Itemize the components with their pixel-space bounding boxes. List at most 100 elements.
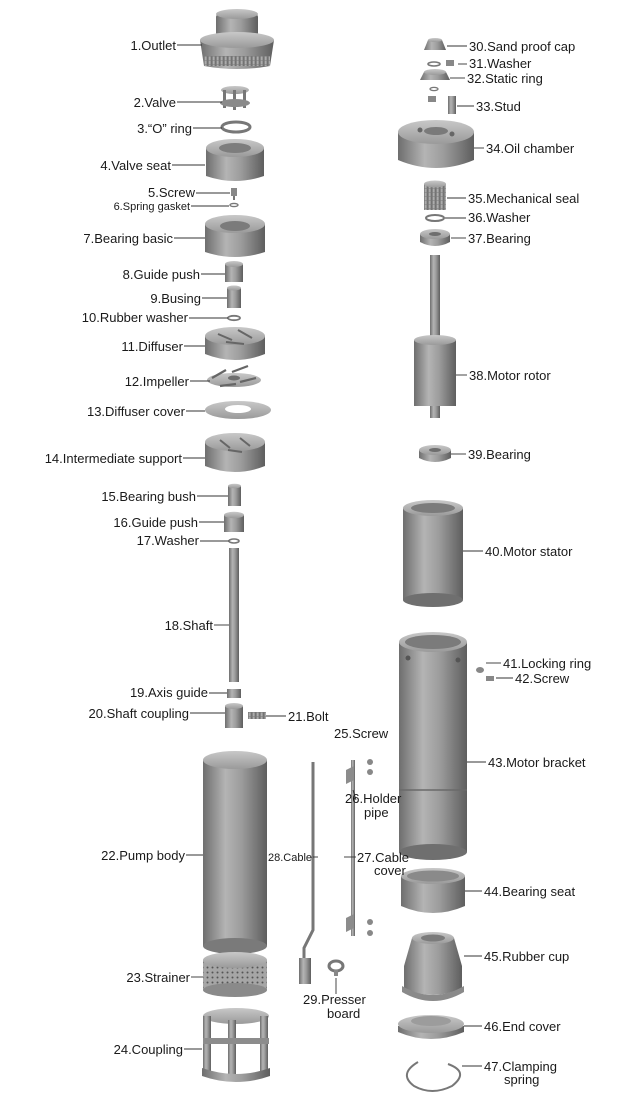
label-42: 42.Screw <box>515 671 570 686</box>
rubber-cup-part <box>402 932 464 1001</box>
label-37: 37.Bearing <box>468 231 531 246</box>
motor-bracket-part <box>399 632 467 860</box>
label-19: 19.Axis guide <box>130 685 208 700</box>
shaft-part <box>229 548 239 682</box>
screw-42-part <box>486 676 494 681</box>
presser-board-part <box>327 959 345 976</box>
label-23: 23.Strainer <box>126 970 190 985</box>
label-35: 35.Mechanical seal <box>468 191 579 206</box>
label-12: 12.Impeller <box>125 374 190 389</box>
label-20: 20.Shaft coupling <box>89 706 189 721</box>
stud-part <box>428 86 456 114</box>
intermediate-support-part <box>205 433 265 472</box>
spring-gasket-part <box>229 202 239 208</box>
label-45: 45.Rubber cup <box>484 949 569 964</box>
clamping-spring-part <box>406 1061 461 1092</box>
leader-lines <box>172 44 513 1067</box>
shaft-coupling-part <box>225 703 243 728</box>
sand-proof-cap-part <box>424 38 446 50</box>
label-18: 18.Shaft <box>165 618 214 633</box>
guide-push-part <box>225 261 243 282</box>
busing-part <box>227 285 241 308</box>
label-25: 25.Screw <box>334 726 389 741</box>
label-29: 29.Presser <box>303 992 367 1007</box>
label-29-line2: board <box>327 1006 360 1021</box>
part-labels: 1.Outlet 2.Valve 3.“O” ring 4.Valve seat… <box>45 38 591 1087</box>
label-7: 7.Bearing basic <box>83 231 173 246</box>
washer-part <box>228 538 240 544</box>
label-6: 6.Spring gasket <box>114 201 190 213</box>
label-21: 21.Bolt <box>288 709 329 724</box>
coupling-part <box>202 1008 270 1082</box>
label-39: 39.Bearing <box>468 447 531 462</box>
label-31: 31.Washer <box>469 56 532 71</box>
label-30: 30.Sand proof cap <box>469 39 575 54</box>
label-11: 11.Diffuser <box>121 339 183 354</box>
valve-part <box>220 86 250 110</box>
washer-31-part <box>427 60 454 67</box>
mechanical-seal-part <box>424 180 446 210</box>
label-41: 41.Locking ring <box>503 656 591 671</box>
bearing-37-part <box>420 229 450 246</box>
label-27: 27.Cable <box>357 850 409 865</box>
oil-chamber-part <box>398 120 474 168</box>
cable-cover-part <box>351 760 355 936</box>
static-ring-part <box>420 69 450 80</box>
outlet-part <box>200 9 274 69</box>
label-36: 36.Washer <box>468 210 531 225</box>
holder-pipe-part <box>346 766 354 932</box>
bearing-39-part <box>419 445 451 462</box>
motor-stator-part <box>403 500 463 607</box>
label-1: 1.Outlet <box>130 38 176 53</box>
label-8: 8.Guide push <box>123 267 200 282</box>
impeller-part <box>207 364 261 388</box>
label-5: 5.Screw <box>148 185 196 200</box>
label-15: 15.Bearing bush <box>101 489 196 504</box>
label-28: 28.Cable <box>268 852 312 864</box>
end-cover-part <box>398 1015 464 1039</box>
label-16: 16.Guide push <box>113 515 198 530</box>
o-ring-part <box>220 120 252 134</box>
diffuser-part <box>205 327 265 360</box>
bearing-basic-part <box>205 215 265 257</box>
label-13: 13.Diffuser cover <box>87 404 186 419</box>
bearing-bush-part <box>228 483 241 506</box>
label-33: 33.Stud <box>476 99 521 114</box>
label-40: 40.Motor stator <box>485 544 573 559</box>
label-9: 9.Busing <box>150 291 201 306</box>
bearing-seat-part <box>401 868 465 913</box>
guide-push-2-part <box>224 511 244 532</box>
label-47: 47.Clamping <box>484 1059 557 1074</box>
diffuser-cover-part <box>205 401 271 419</box>
washer-36-part <box>425 214 445 222</box>
label-38: 38.Motor rotor <box>469 368 551 383</box>
cable-part <box>299 762 315 984</box>
label-34: 34.Oil chamber <box>486 141 575 156</box>
label-44: 44.Bearing seat <box>484 884 575 899</box>
label-26: 26.Holder <box>345 791 402 806</box>
label-14: 14.Intermediate support <box>45 451 183 466</box>
label-47-line2: spring <box>504 1072 539 1087</box>
label-22: 22.Pump body <box>101 848 185 863</box>
valve-seat-part <box>206 139 264 181</box>
rubber-washer-part <box>227 314 241 322</box>
label-46: 46.End cover <box>484 1019 561 1034</box>
label-4: 4.Valve seat <box>100 158 171 173</box>
label-2: 2.Valve <box>134 95 176 110</box>
screw-part <box>231 188 237 200</box>
bolt-part <box>248 712 266 719</box>
label-3: 3.“O” ring <box>137 121 192 136</box>
label-27-line2: cover <box>374 863 406 878</box>
label-24: 24.Coupling <box>114 1042 183 1057</box>
pump-body-part <box>203 751 267 954</box>
axis-guide-part <box>227 689 241 698</box>
label-10: 10.Rubber washer <box>82 310 189 325</box>
motor-rotor-part <box>414 255 456 418</box>
label-43: 43.Motor bracket <box>488 755 586 770</box>
label-17: 17.Washer <box>137 533 200 548</box>
strainer-part <box>203 952 267 997</box>
locking-ring-part <box>476 667 484 673</box>
label-26-line2: pipe <box>364 805 389 820</box>
label-32: 32.Static ring <box>467 71 543 86</box>
